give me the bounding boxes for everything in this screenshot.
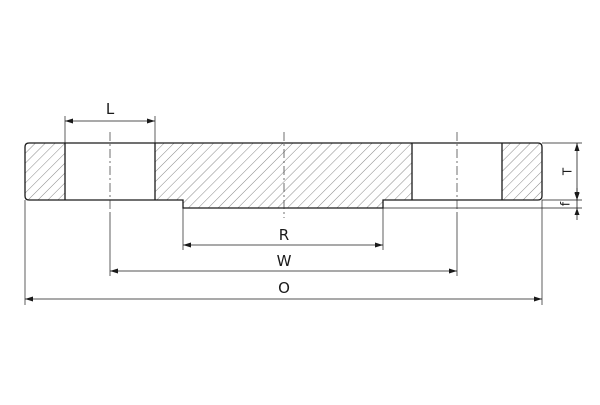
center-lines	[109, 132, 458, 218]
label-O: O	[278, 279, 290, 297]
label-R: R	[279, 226, 289, 244]
label-L: L	[106, 100, 115, 118]
dimension-O: O	[25, 279, 542, 302]
dimension-W: W	[110, 252, 457, 274]
dimension-f: f	[559, 188, 580, 220]
section-hatching	[25, 143, 542, 208]
bolt-hole-edges	[64, 143, 503, 200]
right-flange-section	[502, 143, 542, 200]
label-f: f	[559, 201, 573, 206]
label-T: T	[561, 167, 575, 176]
center-hub-section	[155, 143, 412, 208]
left-flange-section	[25, 143, 65, 200]
dimension-L: L	[65, 100, 155, 124]
label-W: W	[277, 252, 292, 270]
extension-lines	[24, 116, 582, 305]
dimension-R: R	[183, 226, 383, 248]
